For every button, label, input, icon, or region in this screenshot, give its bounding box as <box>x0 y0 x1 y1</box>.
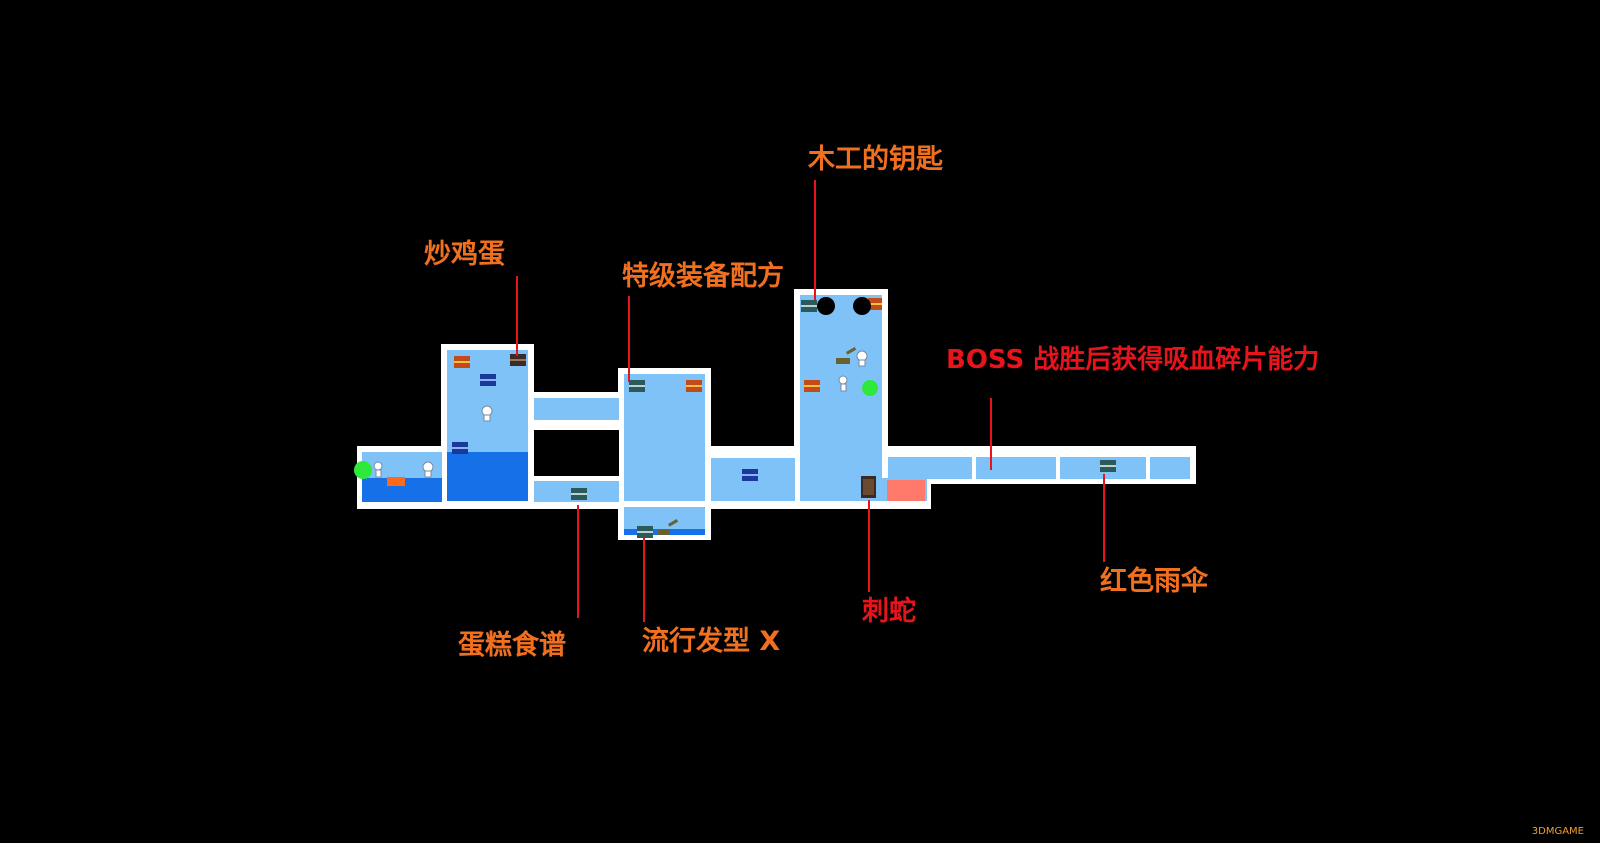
room-key <box>800 295 882 501</box>
watermark: 3DMGAME <box>1531 826 1584 837</box>
green-dot-icon <box>862 380 878 396</box>
treasure-chest-icon <box>452 442 468 454</box>
black-hole-icon <box>817 297 835 315</box>
treasure-chest-icon <box>510 354 526 366</box>
label-special-gear-recipe: 特级装备配方 <box>622 261 784 292</box>
room-bridge-upper <box>534 398 619 420</box>
treasure-chest-icon <box>742 469 758 481</box>
cannon-icon <box>836 347 857 364</box>
treasure-chest-icon <box>571 488 587 500</box>
ghost-npc-icon <box>373 461 383 478</box>
treasure-chest-icon <box>637 526 653 538</box>
label-popular-hairstyle: 流行发型 X <box>642 626 781 657</box>
black-hole-icon <box>853 297 871 315</box>
green-dot-icon <box>354 461 372 479</box>
label-thorn-snake: 刺蛇 <box>862 596 916 627</box>
orange-tile <box>387 477 405 486</box>
black-gap <box>534 430 619 476</box>
label-scrambled-egg: 炒鸡蛋 <box>424 239 505 270</box>
label-red-umbrella: 红色雨伞 <box>1100 566 1208 597</box>
label-carpenter-key: 木工的钥匙 <box>808 144 943 175</box>
treasure-chest-icon <box>801 300 817 312</box>
water-areas <box>362 452 705 535</box>
room-recipe <box>624 374 705 501</box>
blocked-gate <box>887 480 925 501</box>
room-east-corridor <box>888 457 1190 479</box>
npc-markers <box>373 350 868 478</box>
treasure-chest-icon <box>804 380 820 392</box>
label-boss-reward: BOSS 战胜后获得吸血碎片能力 <box>946 345 1320 375</box>
treasure-chest-icon <box>686 380 702 392</box>
treasure-chest-icon <box>629 380 645 392</box>
ghost-npc-icon <box>856 350 868 367</box>
treasure-chest-icon <box>480 374 496 386</box>
leader-lines <box>516 180 1105 622</box>
ghost-npc-icon <box>838 375 848 392</box>
ghost-npc-icon <box>481 405 493 422</box>
ghost-npc-icon <box>422 461 434 478</box>
treasure-chest-icon <box>454 356 470 368</box>
label-cake-recipe: 蛋糕食谱 <box>458 630 566 661</box>
treasure-chest-icon <box>1100 460 1116 472</box>
treasure-chests <box>452 298 1116 538</box>
cannon-icon <box>658 519 679 535</box>
treasure-chest-icon <box>868 298 882 310</box>
door-dividers <box>442 457 1150 486</box>
door-icon <box>861 476 876 498</box>
